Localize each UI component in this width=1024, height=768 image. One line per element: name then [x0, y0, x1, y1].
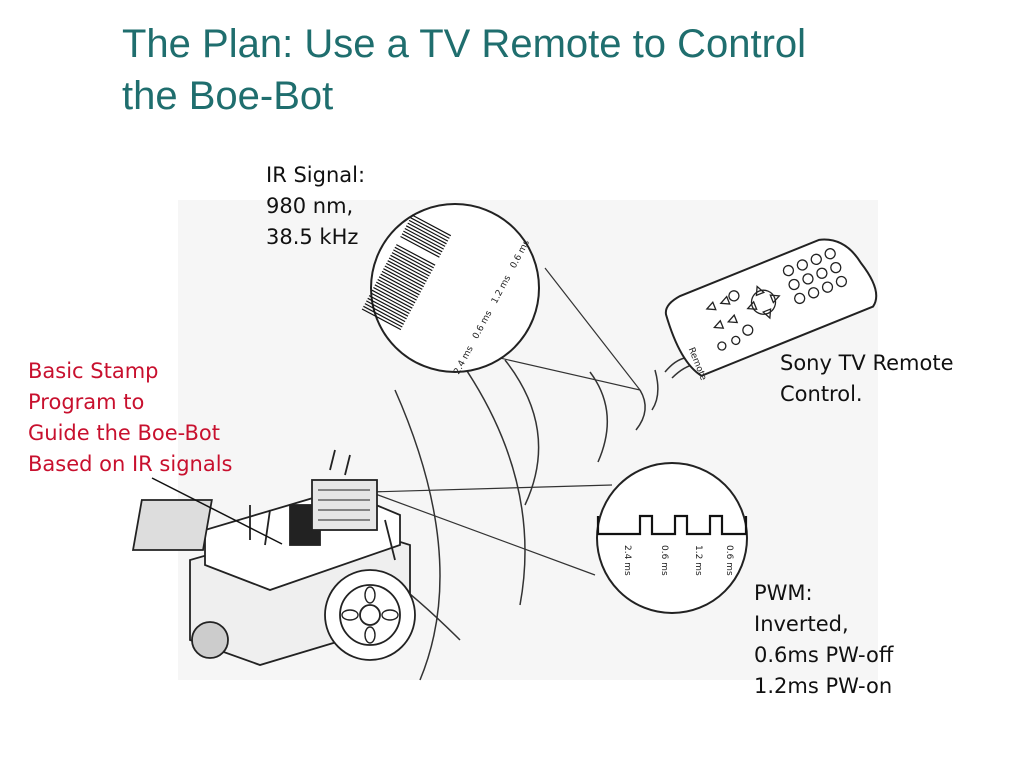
sony-remote-label: Sony TV Remote Control. — [780, 348, 954, 410]
pwm-label-4: 0.6 ms — [724, 545, 734, 576]
pwm-line-2: Inverted, — [754, 612, 849, 636]
boe-bot-illustration — [131, 449, 416, 666]
ir-signal-label: IR Signal: 980 nm, 38.5 kHz — [266, 160, 365, 253]
ir-burst-stroke — [393, 249, 433, 272]
ir-burst-stroke — [410, 217, 450, 239]
title-line-1: The Plan: Use a TV Remote to Control — [122, 22, 807, 66]
pwm-label-2: 0.6 ms — [659, 545, 669, 576]
ir-burst-stroke — [405, 225, 446, 247]
ir-burst-stroke — [366, 300, 406, 323]
ir-burst-stroke — [390, 254, 430, 277]
ir-burst-stroke — [394, 246, 434, 269]
sony-line-1: Sony TV Remote — [780, 351, 954, 375]
stamp-line-1: Basic Stamp — [28, 359, 159, 383]
ir-burst-stroke — [364, 303, 404, 325]
pwm-line-1: PWM: — [754, 581, 813, 605]
stamp-program-label: Basic Stamp Program to Guide the Boe-Bot… — [28, 356, 233, 480]
ir-burst-stroke — [401, 233, 442, 256]
ir-burst-stroke — [383, 268, 423, 290]
stamp-pointer-line — [151, 477, 283, 545]
ir-burst-stroke — [391, 252, 432, 274]
ir-burst-magnifier: 2.4 ms 0.6 ms 1.2 ms 0.6 ms — [361, 203, 540, 376]
sony-remote-illustration: Remote — [664, 238, 878, 382]
pwm-label-3: 1.2 ms — [693, 545, 703, 576]
ir-burst-stroke — [388, 257, 429, 280]
ir-burst-stroke — [404, 227, 444, 250]
ir-burst-stroke — [396, 244, 436, 266]
ir-burst-stroke — [381, 270, 422, 293]
ir-burst-stroke — [363, 305, 403, 328]
pwm-line-4: 1.2ms PW-on — [754, 674, 893, 698]
sony-line-2: Control. — [780, 382, 863, 406]
ir-burst-stroke — [408, 219, 449, 242]
pwm-magnifier-lines — [369, 484, 613, 576]
stamp-line-3: Guide the Boe-Bot — [28, 421, 220, 445]
ir-burst-stroke — [373, 286, 413, 309]
ir-burst-stroke — [386, 262, 426, 285]
pwm-magnifier: 2.4 ms 0.6 ms 1.2 ms 0.6 ms — [596, 462, 748, 614]
ir-burst-stroke — [367, 297, 407, 320]
title-line-2: the Boe-Bot — [122, 74, 334, 118]
pwm-line-3: 0.6ms PW-off — [754, 643, 894, 667]
ir-burst-stroke — [374, 284, 414, 307]
pwm-label: PWM: Inverted, 0.6ms PW-off 1.2ms PW-on — [754, 578, 893, 702]
ir-burst-stroke — [368, 295, 409, 317]
ir-line-2: 980 nm, — [266, 194, 354, 218]
ir-burst-stroke — [403, 230, 443, 253]
ir-burst-stroke — [400, 235, 440, 258]
stamp-line-4: Based on IR signals — [28, 452, 233, 476]
ir-burst-stroke — [377, 278, 417, 301]
stamp-line-2: Program to — [28, 390, 145, 414]
ir-burst-stroke — [384, 265, 424, 288]
ir-burst-stroke — [378, 276, 419, 298]
ir-burst-stroke — [376, 281, 416, 304]
ir-line-3: 38.5 kHz — [266, 225, 359, 249]
ir-burst-stroke — [380, 273, 420, 296]
ir-burst-stroke — [411, 214, 452, 237]
ir-line-1: IR Signal: — [266, 163, 366, 187]
ir-burst-stroke — [387, 260, 427, 282]
pwm-waveform — [596, 514, 748, 536]
pwm-label-1: 2.4 ms — [622, 545, 632, 576]
ir-burst-stroke — [361, 308, 402, 331]
slide-title: The Plan: Use a TV Remote to Control the… — [122, 18, 982, 122]
ir-burst-stroke — [371, 289, 412, 312]
ir-burst-stroke — [370, 292, 410, 315]
ir-burst-stroke — [407, 222, 447, 245]
